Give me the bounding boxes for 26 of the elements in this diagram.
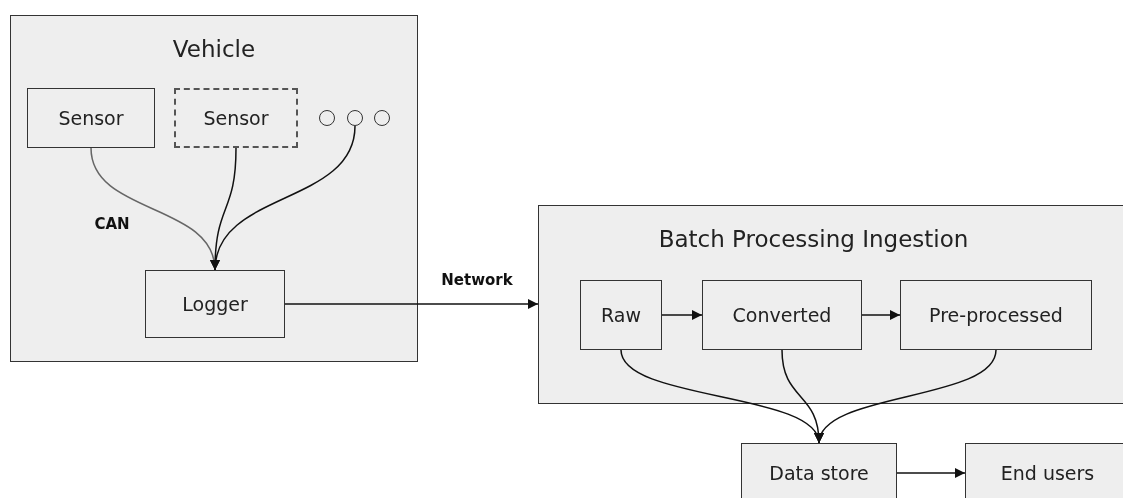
process-box — [900, 280, 1092, 350]
arrow — [896, 468, 966, 478]
box-label: Raw — [601, 302, 641, 328]
box-label: Converted — [732, 302, 832, 328]
arrow — [817, 349, 997, 444]
box-label: Logger — [182, 291, 248, 317]
process-box — [965, 443, 1123, 498]
arrow — [661, 310, 703, 320]
process-box — [145, 270, 285, 338]
process-box — [702, 280, 862, 350]
group-box — [10, 15, 418, 362]
process-box — [27, 88, 155, 148]
box-label: Sensor — [58, 105, 124, 131]
arrow — [861, 310, 901, 320]
arrow — [284, 299, 539, 309]
process-box — [741, 443, 897, 498]
process-box — [174, 88, 298, 148]
group-title: Batch Processing Ingestion — [658, 226, 969, 252]
box-label: Sensor — [203, 105, 269, 131]
box-label: Pre-processed — [929, 302, 1063, 328]
process-box — [580, 280, 662, 350]
arrow — [211, 125, 356, 271]
box-label: End users — [1000, 461, 1095, 487]
box-label: Data store — [769, 461, 869, 487]
group-title: Vehicle — [172, 36, 256, 62]
group-box — [538, 205, 1123, 404]
